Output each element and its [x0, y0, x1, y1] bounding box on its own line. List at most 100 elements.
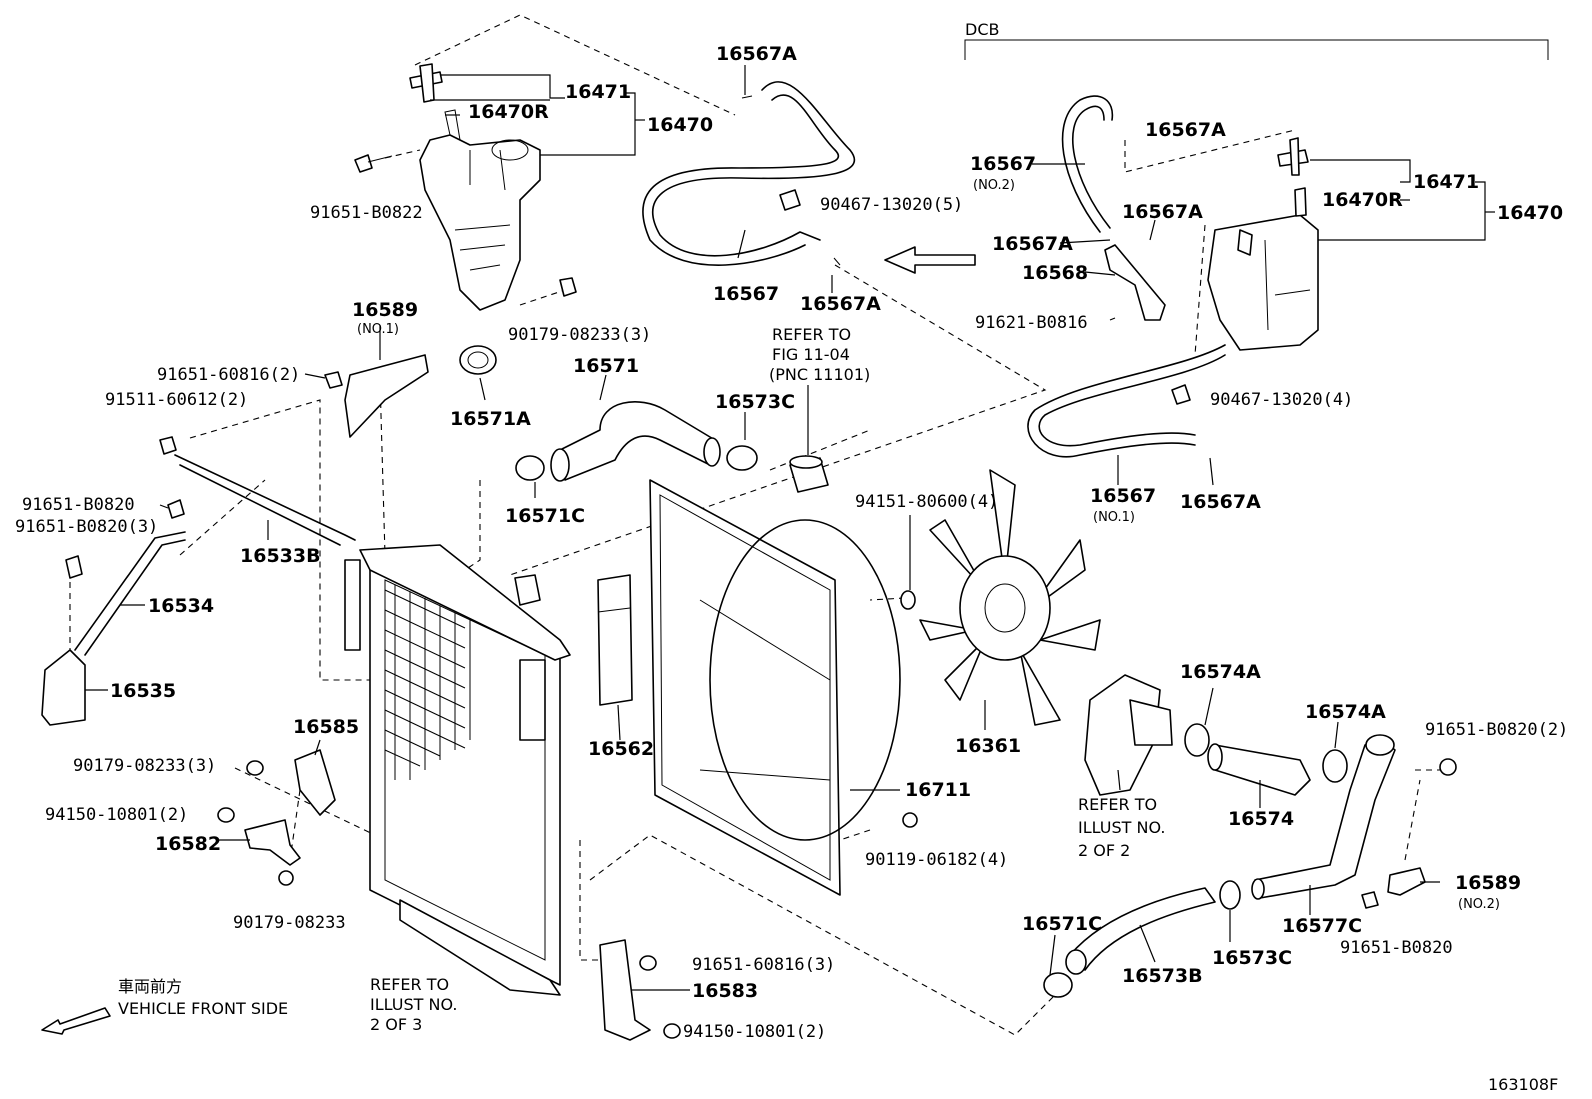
- bracket-16585: [294, 749, 336, 816]
- label-16471-right: 16471: [1413, 171, 1479, 193]
- label-16585: 16585: [293, 716, 359, 738]
- label-16470-left: 16470: [647, 114, 713, 136]
- label-16470R-right: 16470R: [1322, 189, 1403, 211]
- radiator-core: [344, 544, 571, 996]
- bracket-16568: [1104, 244, 1166, 321]
- label-16567A-r3: 16567A: [992, 233, 1073, 255]
- lower-hose-16573B: [1065, 887, 1216, 975]
- label-163108F: 163108F: [1488, 1075, 1558, 1094]
- water-inlet-elbow: [1084, 674, 1173, 796]
- label-90467-13020-5: 90467-13020(5): [820, 195, 963, 215]
- label-91651-B0820-3: 91651-B0820(3): [15, 517, 158, 537]
- label-16361: 16361: [955, 735, 1021, 757]
- label-16589-no1: 16589: [352, 299, 418, 321]
- reservoir-cap-left: [409, 63, 443, 103]
- label-16567A-r1: 16567A: [1145, 119, 1226, 141]
- stay-16534: [65, 499, 186, 656]
- fan-nut-94151: [900, 590, 916, 610]
- bracket-16589-no1: [324, 354, 429, 438]
- label-16573B: 16573B: [1122, 965, 1203, 987]
- note-illust2-1: REFER TO: [1078, 795, 1157, 814]
- nut-90179-08233-top: [559, 277, 577, 297]
- label-16573C-bot: 16573C: [1212, 947, 1292, 969]
- hose-clamp-16571A: [459, 345, 497, 375]
- label-90179-08233-3-mid: 90179-08233(3): [73, 756, 216, 776]
- note-illust3-2: ILLUST NO.: [370, 995, 457, 1014]
- hose-clamp-16573C-bot: [1219, 880, 1241, 910]
- label-16589-no2: 16589: [1455, 872, 1521, 894]
- label-16574: 16574: [1228, 808, 1294, 830]
- label-91621-B0816: 91621-B0816: [975, 313, 1088, 333]
- radiator-baffle-16562: [597, 574, 633, 706]
- label-16471-left: 16471: [565, 81, 631, 103]
- label-16562: 16562: [588, 738, 654, 760]
- label-16571A: 16571A: [450, 408, 531, 430]
- label-90119-06182-4: 90119-06182(4): [865, 850, 1008, 870]
- label-no1-b: (NO.1): [1093, 510, 1135, 525]
- label-16533B: 16533B: [240, 545, 321, 567]
- label-16583: 16583: [692, 980, 758, 1002]
- label-16711: 16711: [905, 779, 971, 801]
- fan-shroud-16711: [649, 479, 901, 896]
- lower-hose-16574: [1207, 743, 1311, 796]
- nuts-bolts-lower-left: [217, 760, 918, 1039]
- label-16534: 16534: [148, 595, 214, 617]
- hose-clamp-16574A-1: [1184, 723, 1210, 757]
- label-16574A-1: 16574A: [1180, 661, 1261, 683]
- label-94150-10801-2-bot: 94150-10801(2): [683, 1022, 826, 1042]
- overflow-hose-no1: [1027, 344, 1226, 458]
- bolt-91651-B0822: [354, 154, 393, 173]
- hose-clamp-16573C-top: [726, 445, 758, 471]
- bracket-16535: [41, 649, 86, 726]
- label-94150-10801-2-left: 94150-10801(2): [45, 805, 188, 825]
- label-16567A-mid: 16567A: [800, 293, 881, 315]
- stay-16533B: [159, 436, 356, 546]
- bracket-16583: [599, 939, 651, 1041]
- bracket-16582: [244, 819, 301, 866]
- note-refer-fig-2: FIG 11-04: [772, 345, 850, 364]
- label-91511-60612-2: 91511-60612(2): [105, 390, 248, 410]
- label-90179-08233: 90179-08233: [233, 913, 346, 933]
- label-91651-60816-2: 91651-60816(2): [157, 365, 300, 385]
- note-illust3-3: 2 OF 3: [370, 1015, 422, 1034]
- dcb-bracket-line: [964, 39, 1549, 60]
- reservoir-tank-right: [1207, 214, 1319, 351]
- label-16573C-top: 16573C: [715, 391, 795, 413]
- label-dcb: DCB: [965, 20, 999, 39]
- note-front-en: VEHICLE FRONT SIDE: [118, 999, 288, 1018]
- overflow-hose-no2: [1061, 95, 1114, 233]
- hose-clamp-16574A-2: [1322, 749, 1348, 783]
- note-refer-fig-1: REFER TO: [772, 325, 851, 344]
- reservoir-cap-right: [1277, 137, 1309, 217]
- label-91651-60816-3: 91651-60816(3): [692, 955, 835, 975]
- label-no2-b: (NO.2): [1458, 897, 1500, 912]
- label-16567-no1: 16567: [1090, 485, 1156, 507]
- label-90179-08233-3-top: 90179-08233(3): [508, 325, 651, 345]
- label-16574A-2: 16574A: [1305, 701, 1386, 723]
- label-16571: 16571: [573, 355, 639, 377]
- label-16571C-bot: 16571C: [1022, 913, 1102, 935]
- label-94151-80600-4: 94151-80600(4): [855, 492, 998, 512]
- label-16470R-left: 16470R: [468, 101, 549, 123]
- note-illust3-1: REFER TO: [370, 975, 449, 994]
- part-number-labels: 16567A 16471 16470R 16470 91651-B0822 90…: [15, 20, 1568, 1094]
- note-illust2-2: ILLUST NO.: [1078, 818, 1165, 837]
- label-16567A-top: 16567A: [716, 43, 797, 65]
- label-no1-a: (NO.1): [357, 322, 399, 337]
- note-refer-fig-3: (PNC 11101): [769, 365, 870, 384]
- pipe-refer-11101: [789, 455, 829, 493]
- cooling-fan-16361: [919, 469, 1101, 726]
- label-91651-B0820-r: 91651-B0820: [1340, 938, 1453, 958]
- reservoir-tank-left: [419, 109, 541, 311]
- label-90467-13020-4: 90467-13020(4): [1210, 390, 1353, 410]
- label-16568: 16568: [1022, 262, 1088, 284]
- bracket-16589-no2: [1361, 867, 1426, 909]
- label-16567-left: 16567: [713, 283, 779, 305]
- label-91651-B0822: 91651-B0822: [310, 203, 423, 223]
- label-16577C: 16577C: [1282, 915, 1362, 937]
- label-no2-a: (NO.2): [973, 178, 1015, 193]
- label-91651-B0820-2: 91651-B0820(2): [1425, 720, 1568, 740]
- vehicle-front-arrow-icon: [41, 1007, 111, 1035]
- hose-clamp-16571C-top: [515, 455, 545, 481]
